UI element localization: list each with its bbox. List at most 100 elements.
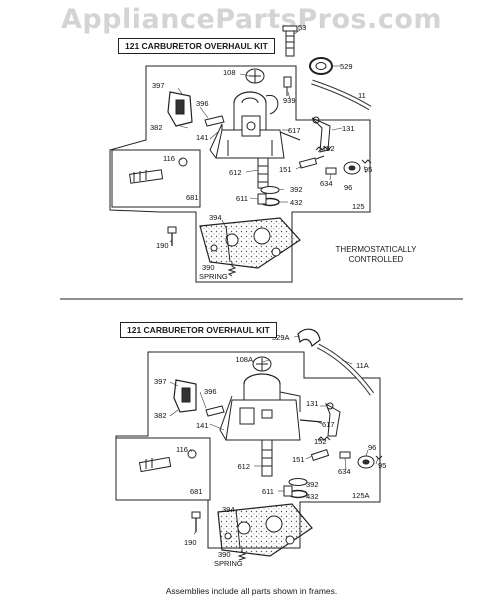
label-634: 634 xyxy=(320,179,333,188)
part-53 xyxy=(282,25,298,57)
bottom-frame-681 xyxy=(115,437,211,501)
label-432: 432 xyxy=(290,198,303,207)
part-529A xyxy=(297,328,321,348)
part-108A xyxy=(252,356,272,372)
part-396-b xyxy=(205,405,225,417)
label-390: 390 xyxy=(218,550,231,559)
label-612: 612 xyxy=(229,168,242,177)
top-assembly xyxy=(109,25,372,283)
label-108A: 108A xyxy=(235,355,253,364)
label-53: 53 xyxy=(298,23,306,32)
part-634 xyxy=(325,167,337,175)
top-leaders xyxy=(169,29,367,243)
label-611: 611 xyxy=(262,487,274,496)
label-681: 681 xyxy=(190,487,203,496)
bottom-assembly xyxy=(115,328,383,561)
part-617 xyxy=(279,131,301,141)
label-141: 141 xyxy=(196,421,209,430)
part-390-b xyxy=(237,548,247,561)
label-116: 116 xyxy=(176,445,188,454)
part-939 xyxy=(283,76,292,96)
part-617-b xyxy=(299,419,323,423)
label-151: 151 xyxy=(292,455,305,464)
top-frame-681 xyxy=(111,149,201,208)
part-529 xyxy=(309,57,333,75)
part-394 xyxy=(225,225,231,263)
label-151: 151 xyxy=(279,165,292,174)
note-line-1: THERMOSTATICALLY xyxy=(335,245,417,254)
caption: Assemblies include all parts shown in fr… xyxy=(165,586,338,596)
part-151 xyxy=(298,155,325,169)
part-190 xyxy=(167,226,177,246)
label-116: 116 xyxy=(163,154,175,163)
label-spring: SPRING xyxy=(214,559,243,568)
label-96: 96 xyxy=(368,443,376,452)
label-152: 152 xyxy=(322,144,335,153)
top-frame xyxy=(109,65,371,283)
label-617: 617 xyxy=(288,126,301,135)
label-108: 108 xyxy=(223,68,236,77)
label-141: 141 xyxy=(196,133,209,142)
label-939: 939 xyxy=(283,96,296,105)
label-95: 95 xyxy=(364,165,372,174)
part-116 xyxy=(129,157,188,184)
bottom-kit-label: 121 CARBURETOR OVERHAUL KIT xyxy=(120,322,277,338)
label-96: 96 xyxy=(344,183,352,192)
part-108 xyxy=(245,68,265,84)
label-11: 11 xyxy=(358,91,366,100)
part-116-b xyxy=(138,449,197,473)
part-95 xyxy=(361,159,372,164)
label-95: 95 xyxy=(378,461,386,470)
part-151-b xyxy=(310,449,330,461)
label-634: 634 xyxy=(338,467,351,476)
label-396: 396 xyxy=(196,99,209,108)
label-612: 612 xyxy=(237,462,250,471)
part-397 xyxy=(167,91,193,127)
note-line-2: CONTROLLED xyxy=(348,255,404,264)
label-681: 681 xyxy=(186,193,199,202)
bottom-part-labels: 529A 108A 11A 397 396 382 141 131 617 15… xyxy=(154,333,386,568)
watermark: AppliancePartsPros.com xyxy=(60,4,443,35)
part-11A xyxy=(316,343,375,396)
part-125A xyxy=(217,503,313,557)
label-125A: 125A xyxy=(352,491,370,500)
label-390: 390 xyxy=(202,263,215,272)
label-529A: 529A xyxy=(272,333,290,342)
part-95-b xyxy=(375,455,383,460)
label-382: 382 xyxy=(154,411,167,420)
part-397-b xyxy=(173,379,197,413)
label-190: 190 xyxy=(156,241,169,250)
part-634-b xyxy=(339,451,351,459)
label-394: 394 xyxy=(209,213,222,222)
label-spring: SPRING xyxy=(199,272,228,281)
label-432: 432 xyxy=(306,492,319,501)
thermostatic-note: THERMOSTATICALLY CONTROLLED xyxy=(318,245,434,265)
label-397: 397 xyxy=(154,377,167,386)
label-11A: 11A xyxy=(356,361,369,370)
label-529: 529 xyxy=(340,62,353,71)
top-carburetor-body xyxy=(209,91,285,189)
part-131 xyxy=(311,116,331,153)
part-131-b xyxy=(325,402,341,437)
bottom-leaders xyxy=(169,335,379,535)
label-152: 152 xyxy=(314,437,327,446)
label-394: 394 xyxy=(222,505,235,514)
label-617: 617 xyxy=(322,420,335,429)
label-392: 392 xyxy=(306,480,319,489)
bottom-carburetor-body xyxy=(219,373,301,477)
label-190: 190 xyxy=(184,538,197,547)
top-kit-label: 121 CARBURETOR OVERHAUL KIT xyxy=(118,38,275,54)
part-152 xyxy=(315,146,332,151)
part-392 xyxy=(260,186,280,194)
part-392-b xyxy=(288,478,308,486)
label-397: 397 xyxy=(152,81,165,90)
label-611: 611 xyxy=(236,194,248,203)
label-131: 131 xyxy=(342,124,355,133)
label-392: 392 xyxy=(290,185,303,194)
top-part-labels: 53 529 108 397 396 939 11 382 141 617 13… xyxy=(150,23,372,281)
part-396 xyxy=(204,115,225,127)
label-382: 382 xyxy=(150,123,163,132)
part-190-b xyxy=(191,511,201,532)
